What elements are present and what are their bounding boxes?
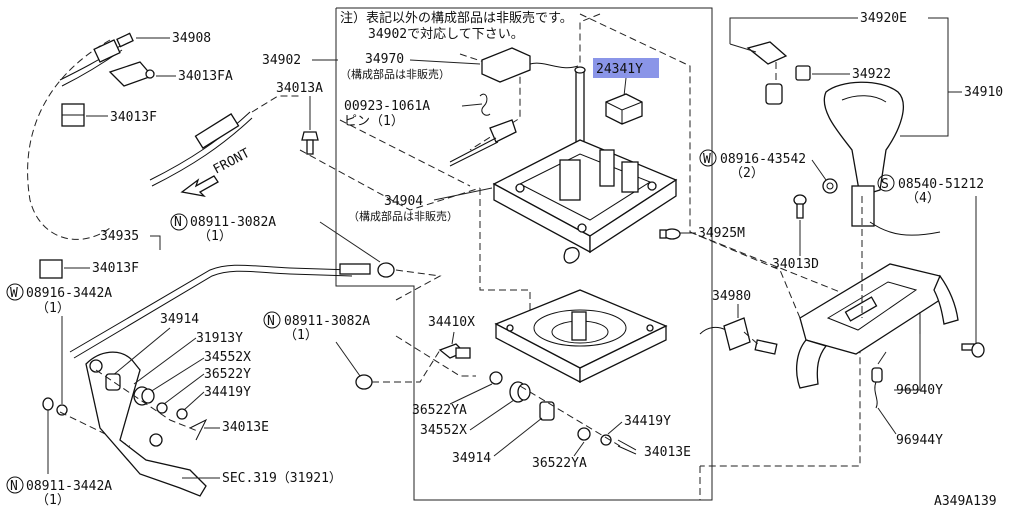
clip-34013E-a xyxy=(189,418,208,441)
shift-arm xyxy=(85,351,207,497)
diagram-code: A349A139 xyxy=(934,494,997,509)
highlight-box xyxy=(593,58,659,78)
washer-34419Y xyxy=(600,434,612,446)
collar-34914-a xyxy=(105,373,121,391)
label-08916-right-qty: （2） xyxy=(730,166,764,181)
knob-34910 xyxy=(823,81,941,236)
label-34922: 34922 xyxy=(852,67,891,82)
screw-34013D xyxy=(793,194,807,219)
label-34552X-a: 34552X xyxy=(204,350,251,365)
label-34970-note: （構成部品は非販売） xyxy=(340,67,450,81)
label-08916-left-qty: （1） xyxy=(36,301,70,316)
label-08911-mid: 08911-3082A xyxy=(284,314,370,329)
label-08911-top: 08911-3082A xyxy=(190,215,276,230)
part-24341Y xyxy=(605,93,643,125)
label-08911-mid-qty: （1） xyxy=(284,328,318,343)
label-34914-a: 34914 xyxy=(160,312,199,327)
label-34013FA: 34013FA xyxy=(178,69,233,84)
indicator-bezel xyxy=(795,263,959,389)
marker-w-right: W xyxy=(703,152,711,167)
note-line1: 注）表記以外の構成部品は非販売です。 xyxy=(340,10,573,26)
label-34013F: 34013F xyxy=(110,110,157,125)
label-34419Y-b: 34419Y xyxy=(624,414,671,429)
switch-34970 xyxy=(481,47,579,83)
label-34904-note: （構成部品は非販売） xyxy=(348,209,458,223)
label-34419Y-a: 34419Y xyxy=(204,385,251,400)
washer-36522YA-b xyxy=(577,427,591,441)
clip-34013E xyxy=(617,439,637,455)
label-34013A: 34013A xyxy=(276,81,323,96)
collar-34914 xyxy=(539,401,555,421)
marker-s: S xyxy=(881,177,889,192)
bracket-34013FA xyxy=(108,61,155,87)
lamp-96944Y xyxy=(871,367,883,409)
label-34410X: 34410X xyxy=(428,315,475,330)
label-96944Y: 96944Y xyxy=(896,433,943,448)
label-36522Y: 36522Y xyxy=(204,367,251,382)
spring-34922 xyxy=(795,65,811,81)
bracket-34980 xyxy=(699,317,778,355)
label-08916-right: 08916-43542 xyxy=(720,152,806,167)
label-34970: 34970 xyxy=(365,52,404,67)
pin-00923 xyxy=(449,93,517,167)
label-08540-qty: （4） xyxy=(906,191,940,206)
label-sec319: SEC.319（31921） xyxy=(222,471,342,486)
screw-08540 xyxy=(961,342,985,358)
nut-left xyxy=(42,397,54,411)
bushing-34552X xyxy=(509,381,531,403)
front-arrow xyxy=(180,175,219,198)
bolt-34013A xyxy=(301,131,319,155)
label-08540: 08540-51212 xyxy=(898,177,984,192)
label-34935: 34935 xyxy=(100,229,139,244)
label-34013E-a: 34013E xyxy=(222,420,269,435)
note-line2: 34902で対応して下さい。 xyxy=(368,27,524,42)
marker-n-mid: N xyxy=(267,314,275,329)
label-00923: 00923-1061A xyxy=(344,99,430,114)
cable-34908 xyxy=(59,32,134,87)
label-34552X-b: 34552X xyxy=(420,423,467,438)
label-36522YA-b: 36522YA xyxy=(532,456,587,471)
label-08911-top-qty: （1） xyxy=(198,229,232,244)
label-00923-sub: ピン（1） xyxy=(344,114,404,129)
boot-plate xyxy=(494,289,668,384)
rod-34935 xyxy=(69,262,395,359)
label-08911-bot: 08911-3442A xyxy=(26,479,112,494)
label-08911-bot-qty: （1） xyxy=(36,493,70,508)
label-34980: 34980 xyxy=(712,289,751,304)
label-34910: 34910 xyxy=(964,85,1003,100)
marker-n-bot: N xyxy=(10,479,18,494)
marker-n-top: N xyxy=(174,215,182,230)
label-34013F-2: 34013F xyxy=(92,261,139,276)
housing-34904 xyxy=(492,139,678,264)
label-34902: 34902 xyxy=(262,53,301,68)
label-34904: 34904 xyxy=(384,194,423,209)
label-24341Y: 24341Y xyxy=(596,62,643,77)
assembly-dash-box xyxy=(579,13,861,467)
marker-w-left: W xyxy=(10,286,18,301)
label-36522YA-a: 36522YA xyxy=(412,403,467,418)
label-34914-b: 34914 xyxy=(452,451,491,466)
label-08916-left: 08916-3442A xyxy=(26,286,112,301)
clip-34013F xyxy=(61,103,85,127)
washer-36522Y xyxy=(156,402,168,414)
nut-mid xyxy=(355,374,373,390)
button-34920E xyxy=(746,41,788,105)
clip-34013F-2 xyxy=(39,259,63,279)
washer-left xyxy=(56,404,68,416)
washer-34419Y-a xyxy=(176,408,188,420)
screw-34925M xyxy=(659,228,681,240)
label-34920E: 34920E xyxy=(860,11,907,26)
label-34013D: 34013D xyxy=(772,257,819,272)
lockwasher xyxy=(822,178,838,194)
label-34925M: 34925M xyxy=(698,226,745,241)
cable-mid xyxy=(149,111,253,187)
label-34013E-b: 34013E xyxy=(644,445,691,460)
washer-36522YA xyxy=(489,371,503,385)
label-34908: 34908 xyxy=(172,31,211,46)
bracket-34410X xyxy=(438,343,471,359)
kit-frame xyxy=(335,7,713,501)
label-front: FRONT xyxy=(211,146,253,178)
label-31913Y: 31913Y xyxy=(196,331,243,346)
